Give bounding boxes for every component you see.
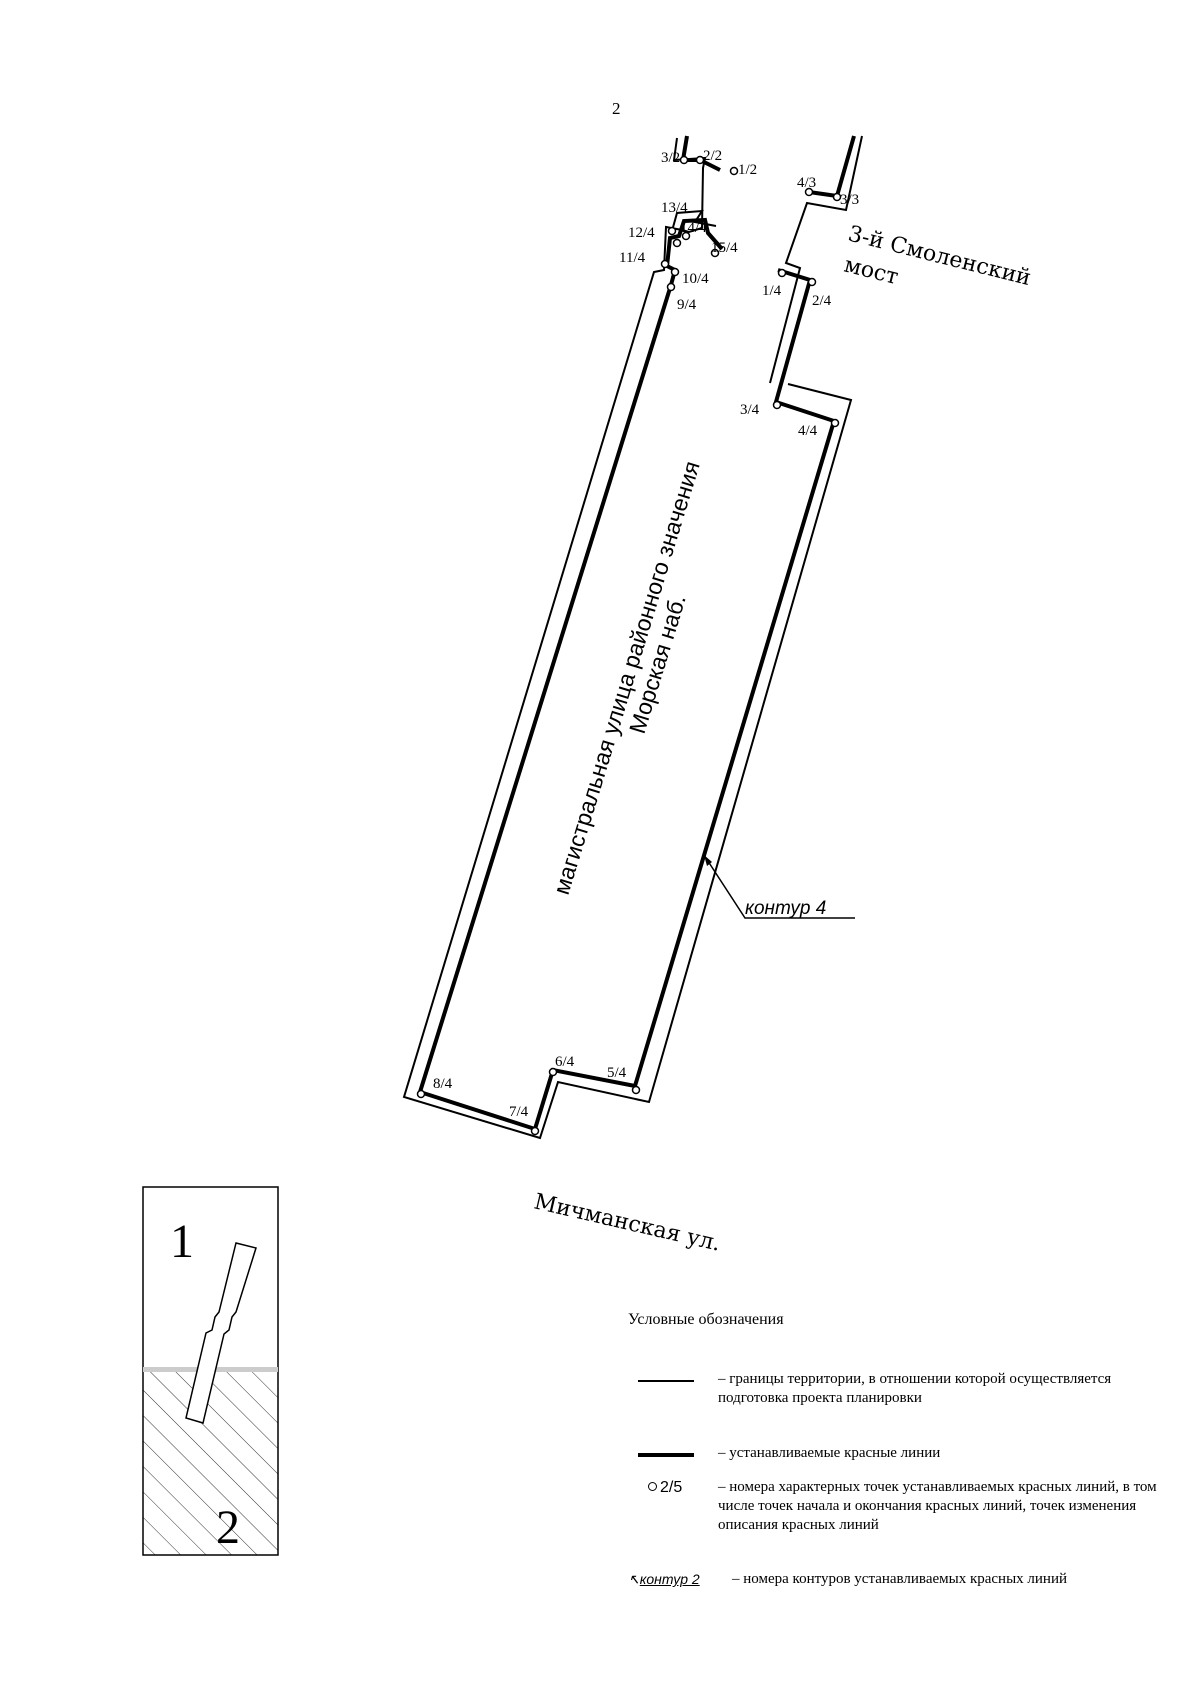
point-7-4-marker (530, 1126, 540, 1136)
point-12-4-marker (667, 226, 677, 236)
point-3-2-label: 3/2 (661, 150, 680, 166)
red-line-contour-4-jog (671, 209, 717, 232)
michmanskaya-street-label: Мичманская ул. (532, 1189, 723, 1256)
point-symbol: 2/5 (648, 1478, 682, 1497)
point-4-3-label: 4/3 (797, 175, 816, 191)
point-2-4-label: 2/4 (812, 293, 832, 309)
point-6-4-label: 6/4 (555, 1054, 575, 1070)
point-10-4-marker (670, 267, 680, 277)
point-4-4-label: 4/4 (798, 423, 818, 439)
point-4-4-marker (830, 418, 840, 428)
point-sample-label: 2/5 (660, 1479, 683, 1496)
legend-item-text: – номера контуров устанавливаемых красны… (732, 1571, 1068, 1587)
point-2-2-marker (695, 155, 705, 165)
inset-outline (185, 1242, 257, 1424)
point-5-4-marker (631, 1085, 641, 1095)
point-1-2-label: 1/2 (738, 162, 757, 178)
point-8-4-marker (416, 1089, 426, 1099)
legend-title: Условные обозначения (628, 1311, 784, 1328)
point-7-4-label: 7/4 (509, 1104, 529, 1120)
point-9-4-label: 9/4 (677, 297, 697, 313)
bridge-name-line2: мост (842, 253, 901, 291)
contour-4-label: контур 4 (745, 898, 826, 919)
inset-hatched-area (143, 1370, 278, 1555)
point-3-4-label: 3/4 (740, 402, 760, 418)
point-15-4-label: 15/4 (711, 240, 738, 256)
contour-symbol: ↖контур 2 (628, 1570, 700, 1589)
point-2-2-label: 2/2 (703, 148, 722, 164)
contour-4-leader (703, 854, 855, 919)
thick-line-symbol (638, 1453, 694, 1457)
point-3-4-marker (772, 400, 782, 410)
legend-item-text: – устанавливаемые красные линии (718, 1445, 941, 1461)
point-1-2-marker (729, 166, 739, 176)
point-14-4-label: 14/4 (680, 220, 707, 236)
main-street-label-line1: магистральная улица районного значения (548, 458, 705, 897)
point-9-4-marker (666, 282, 676, 292)
point-1-4-marker (777, 268, 787, 278)
legend-item-text: – границы территории, в отношении которо… (718, 1371, 1112, 1406)
point-4-3-marker (804, 187, 814, 197)
point-2-4-marker (807, 277, 817, 287)
point-6-4-marker (548, 1067, 558, 1077)
point-8-4-label: 8/4 (433, 1076, 453, 1092)
point-11-4-marker (660, 259, 670, 269)
point-3-2-marker (679, 155, 689, 165)
legend-item-points: 2/5 – номера характерных точек устанавли… (628, 1478, 1188, 1558)
point-15-4-marker (710, 248, 720, 258)
territory-boundary-right (769, 135, 863, 384)
characteristic-points (416, 155, 842, 1136)
arrow-icon: ↖ (628, 1571, 640, 1587)
point-3-3-label: 3/3 (840, 192, 859, 208)
point-13-4-label: 13/4 (661, 200, 688, 216)
inset-key-map: 1 2 (142, 1186, 279, 1556)
point-12-4-label: 12/4 (628, 225, 655, 241)
legend-item-territory-boundary: – границы территории, в отношении которо… (628, 1370, 1188, 1430)
legend-item-text: – номера характерных точек устанавливаем… (718, 1479, 1157, 1533)
contour-4-arrow (704, 855, 712, 866)
contour-sample-label: контур 2 (639, 1571, 700, 1587)
point-14-4-marker (681, 231, 691, 241)
page-number: 2 (612, 99, 621, 118)
legend-item-red-lines: – устанавливаемые красные линии (628, 1444, 1188, 1466)
point-circle-icon (648, 1482, 657, 1491)
inset-sheet-1: 1 (170, 1215, 194, 1268)
point-10-4-label: 10/4 (682, 271, 709, 287)
legend-item-contours: ↖контур 2 – номера контуров устанавливае… (628, 1570, 1200, 1592)
point-5-4-label: 5/4 (607, 1065, 627, 1081)
thin-line-symbol (638, 1380, 694, 1382)
point-1-4-label: 1/4 (762, 283, 782, 299)
inset-sheet-2: 2 (216, 1501, 240, 1554)
red-line-contour-2 (680, 135, 721, 172)
point-11-4-label: 11/4 (619, 250, 646, 266)
point-13-4-marker (672, 238, 682, 248)
point-3-3-marker (832, 192, 842, 202)
